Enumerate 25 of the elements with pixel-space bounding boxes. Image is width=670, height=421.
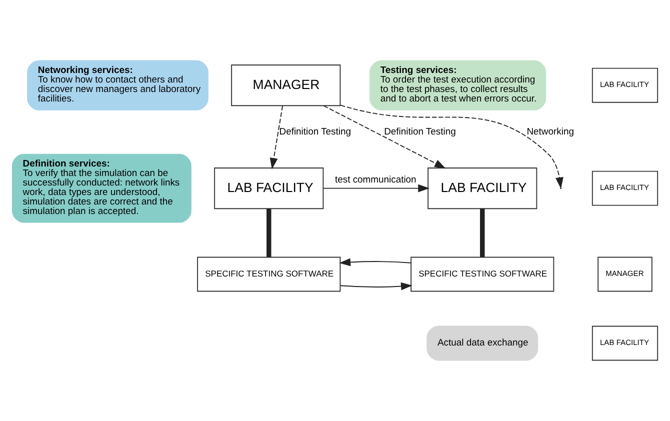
edge-label: Definition Testing [279, 126, 351, 138]
edge-label: Networking [526, 126, 574, 138]
node-box: LAB FACILITY [592, 68, 658, 103]
connector [266, 208, 272, 258]
node-box: LAB FACILITY [592, 326, 658, 361]
edge-label: Definition Testing [384, 126, 456, 138]
node-box: SPECIFIC TESTING SOFTWARE [197, 256, 341, 292]
node-box: Actual data exchange [426, 326, 538, 361]
arrow [323, 105, 446, 169]
node-box: Testing services: To order the test execution according to the test phases, to collect results and to abort a test when errors occur. [369, 60, 546, 110]
node-box: Networking services: To know how to contact others and discover new managers and laboratory facilities. [27, 60, 208, 110]
node-box: SPECIFIC TESTING SOFTWARE [410, 256, 554, 292]
arrow [339, 258, 412, 266]
node-box: Definition services: To verify that the simulation can be successfully conducted: network links work, data types are understood, simulation dates are correct and the simulation plan is accepted. [12, 154, 192, 223]
arrow [322, 184, 430, 192]
node-box: MANAGER [598, 256, 652, 292]
arrow [340, 104, 564, 189]
node-box: MANAGER [231, 64, 341, 106]
connector [480, 208, 485, 258]
arrow [270, 105, 284, 170]
node-box: LAB FACILITY [214, 168, 324, 210]
node-box: LAB FACILITY [428, 168, 538, 210]
edge-label: test communication [335, 174, 416, 186]
arrow [340, 282, 412, 290]
node-box: LAB FACILITY [592, 170, 658, 206]
